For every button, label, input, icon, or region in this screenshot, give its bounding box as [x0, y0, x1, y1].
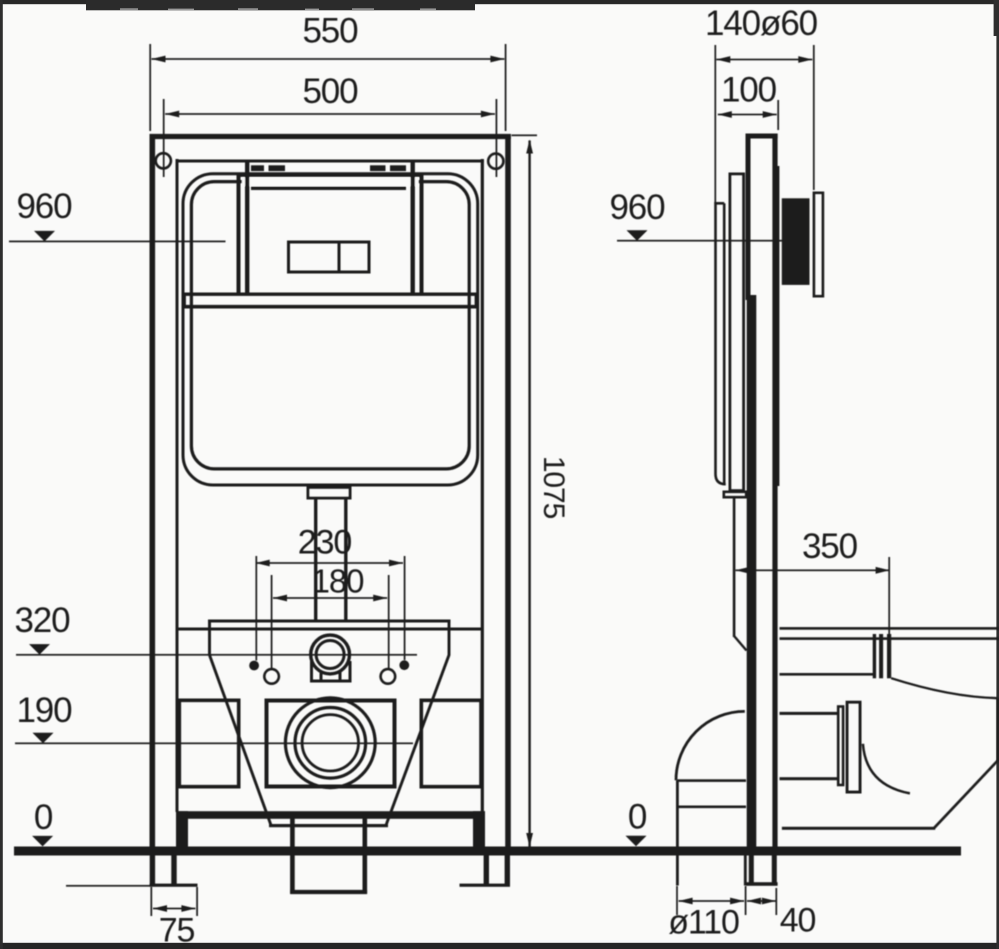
svg-text:960: 960 [16, 187, 72, 226]
svg-text:0: 0 [628, 798, 647, 837]
svg-text:ø110: ø110 [668, 904, 739, 942]
svg-text:0: 0 [34, 798, 53, 837]
svg-text:1075: 1075 [537, 456, 570, 519]
svg-text:190: 190 [16, 691, 72, 730]
svg-text:960: 960 [609, 188, 665, 227]
svg-text:320: 320 [14, 601, 70, 640]
svg-text:550: 550 [302, 12, 358, 51]
svg-text:230: 230 [298, 524, 352, 562]
svg-text:140ø60: 140ø60 [705, 4, 818, 43]
svg-text:75: 75 [159, 912, 195, 949]
svg-text:350: 350 [802, 527, 858, 566]
svg-text:40: 40 [780, 902, 816, 940]
svg-text:180: 180 [312, 563, 365, 600]
svg-text:100: 100 [721, 71, 777, 110]
svg-text:500: 500 [302, 72, 358, 111]
